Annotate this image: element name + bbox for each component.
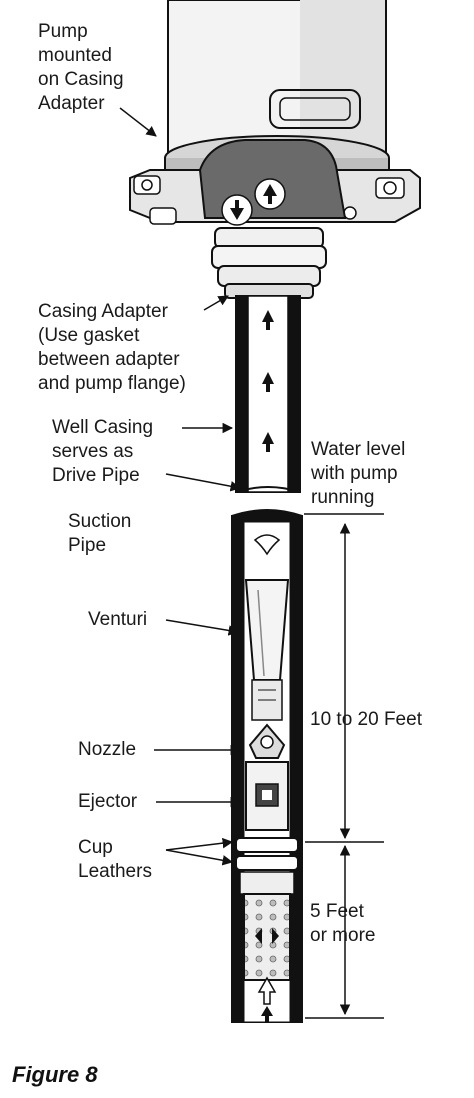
label-dimension-upper: 10 to 20 Feet (310, 709, 422, 730)
label-water-level: Water level with pump running (311, 439, 406, 508)
strainer (243, 893, 291, 1022)
label-suction-pipe: Suction Pipe (68, 511, 132, 556)
flange-bolt-right (343, 177, 405, 220)
dimension-upper (305, 522, 384, 843)
pump-motor (167, 0, 387, 161)
leader-lines (119, 107, 242, 866)
label-well-casing: Well Casing serves as Drive Pipe (52, 417, 154, 486)
casing-adapter (211, 227, 327, 299)
nozzle (248, 723, 286, 759)
venturi (244, 579, 290, 721)
dimension-lower (305, 844, 384, 1019)
figure-caption: Figure 8 (12, 1062, 98, 1087)
pump-cutaway (198, 139, 347, 226)
label-nozzle: Nozzle (78, 739, 137, 760)
label-dimension-lower: 5 Feet or more (310, 901, 376, 946)
flange-bolt-left (133, 175, 177, 225)
ejector (245, 761, 289, 831)
cup-leathers (235, 837, 299, 895)
label-ejector: Ejector (78, 791, 138, 812)
well-casing (235, 295, 301, 493)
label-cup-leathers: Cup Leathers (78, 837, 152, 882)
flow-arrows-upper (262, 310, 274, 452)
label-casing-adapter: Casing Adapter (Use gasket between adapt… (38, 301, 186, 394)
label-pump-mounted: Pump mounted on Casing Adapter (38, 21, 124, 114)
label-venturi: Venturi (88, 609, 148, 630)
